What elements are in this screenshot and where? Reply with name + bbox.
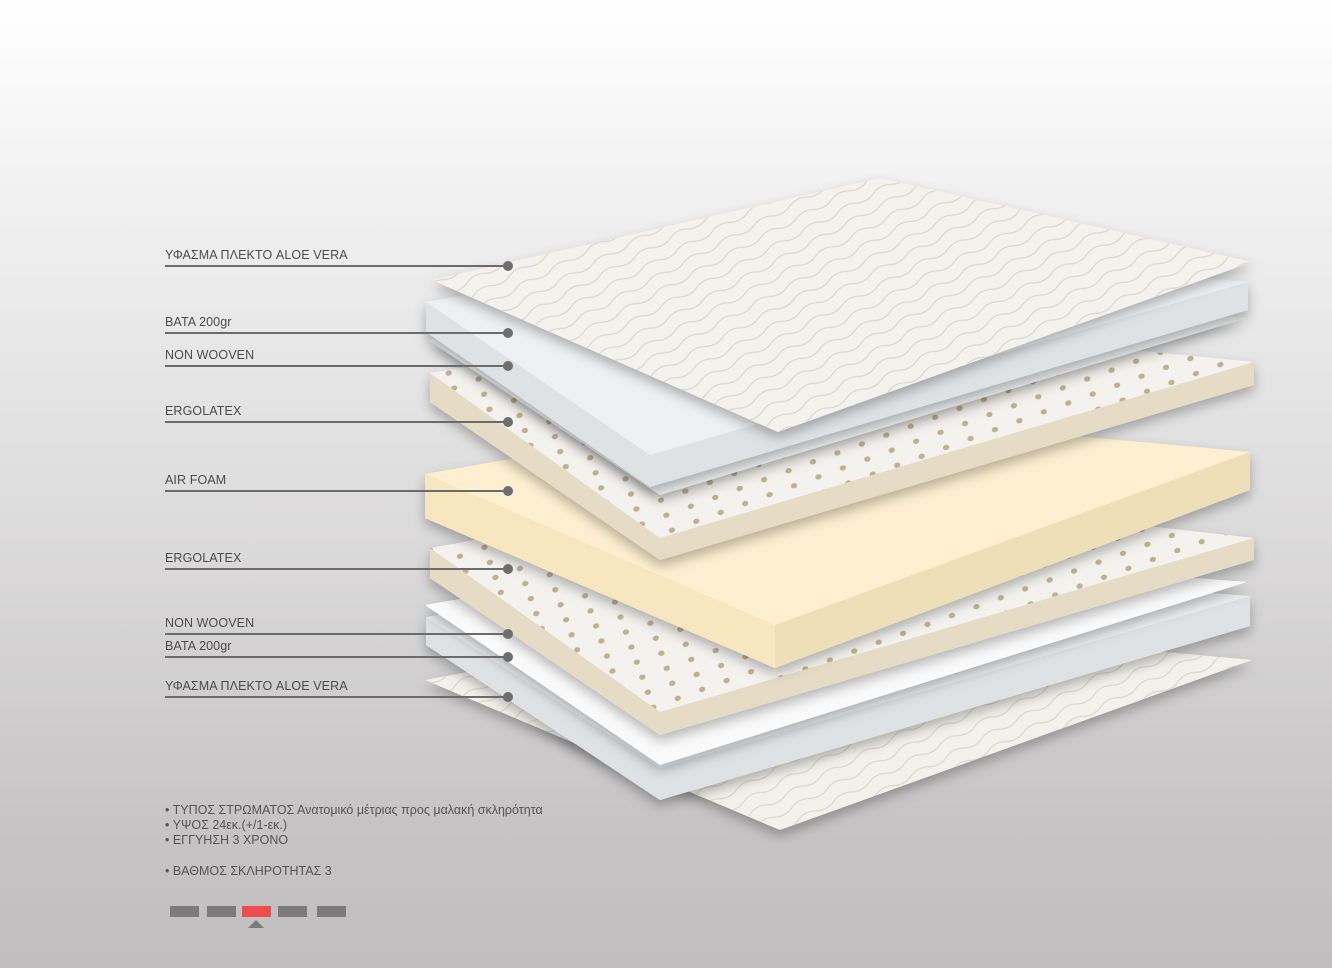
leader-dot-icon	[503, 417, 513, 427]
callout-airfoam: AIR FOAM	[165, 473, 515, 496]
leader-line	[165, 633, 505, 635]
callout-top-nonwoven: NON WOOVEN	[165, 348, 515, 371]
callout-top-fabric: ΥΦΑΣΜΑ ΠΛΕΚΤΟ ALOE VERA	[165, 248, 515, 271]
leader-line	[165, 490, 505, 492]
firmness-level-5	[317, 906, 346, 917]
leader-line	[165, 568, 505, 570]
layer-label: ΥΦΑΣΜΑ ΠΛΕΚΤΟ ALOE VERA	[165, 248, 348, 262]
layer-label: NON WOOVEN	[165, 616, 255, 630]
firmness-level-2	[207, 906, 236, 917]
callout-bottom-wadding: BATA 200gr	[165, 639, 515, 662]
layer-label: BATA 200gr	[165, 315, 232, 329]
firmness-level-3-active	[242, 906, 271, 917]
layer-label: BATA 200gr	[165, 639, 232, 653]
top-fabric-layer	[432, 178, 1252, 432]
spec-warranty: • ΕΓΓΥΗΣΗ 3 ΧΡΟΝΟ	[165, 833, 289, 847]
callout-top-latex: ERGOLATEX	[165, 404, 515, 427]
spec-height: • ΥΨΟΣ 24εκ.(+/1-εκ.)	[165, 818, 288, 832]
leader-dot-icon	[503, 328, 513, 338]
spec-firmness: • ΒΑΘΜΟΣ ΣΚΛΗΡΟΤΗΤΑΣ 3	[165, 864, 332, 878]
leader-dot-icon	[503, 652, 513, 662]
layer-label: ERGOLATEX	[165, 404, 242, 418]
caret-up-icon	[248, 920, 264, 928]
layer-label: ERGOLATEX	[165, 551, 242, 565]
leader-line	[165, 696, 505, 698]
layer-label: ΥΦΑΣΜΑ ΠΛΕΚΤΟ ALOE VERA	[165, 679, 348, 693]
leader-dot-icon	[503, 486, 513, 496]
leader-dot-icon	[503, 564, 513, 574]
leader-line	[165, 656, 505, 658]
callout-top-wadding: BATA 200gr	[165, 315, 515, 338]
leader-line	[165, 332, 505, 334]
leader-dot-icon	[503, 261, 513, 271]
leader-dot-icon	[503, 692, 513, 702]
layer-label: NON WOOVEN	[165, 348, 255, 362]
layer-label: AIR FOAM	[165, 473, 227, 487]
product-specs: • ΤΥΠΟΣ ΣΤΡΩΜΑΤΟΣ Ανατομικό μέτριας προς…	[165, 803, 543, 879]
callout-bottom-nonwoven: NON WOOVEN	[165, 616, 515, 639]
leader-dot-icon	[503, 361, 513, 371]
callout-bottom-fabric: ΥΦΑΣΜΑ ΠΛΕΚΤΟ ALOE VERA	[165, 679, 515, 702]
leader-line	[165, 265, 505, 267]
firmness-level-1	[170, 906, 199, 917]
callout-bottom-latex: ERGOLATEX	[165, 551, 515, 574]
leader-dot-icon	[503, 629, 513, 639]
firmness-level-4	[278, 906, 307, 917]
leader-line	[165, 365, 505, 367]
spec-type: • ΤΥΠΟΣ ΣΤΡΩΜΑΤΟΣ Ανατομικό μέτριας προς…	[165, 803, 543, 817]
leader-line	[165, 421, 505, 423]
